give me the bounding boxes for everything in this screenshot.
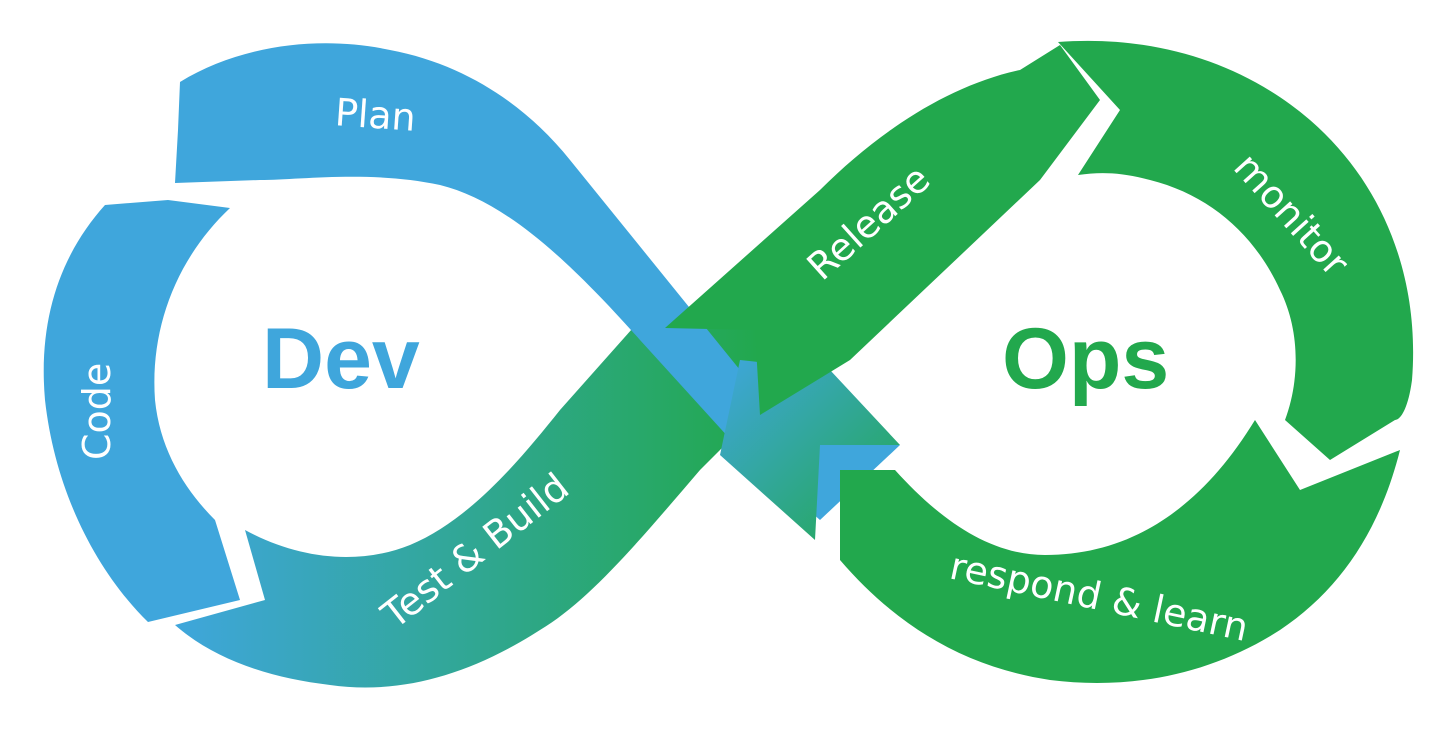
ops-title: Ops xyxy=(1002,311,1169,407)
ribbon-plan xyxy=(175,43,900,521)
ribbon-monitor xyxy=(1058,40,1414,460)
ribbon-release xyxy=(665,45,1100,415)
ribbon-code xyxy=(43,200,240,622)
stage-label-plan: Plan xyxy=(334,90,418,140)
dev-title: Dev xyxy=(262,311,420,407)
ribbon-respond-learn xyxy=(840,420,1400,683)
ribbon-test-build xyxy=(175,320,760,688)
stage-label-code: Code xyxy=(75,363,119,460)
